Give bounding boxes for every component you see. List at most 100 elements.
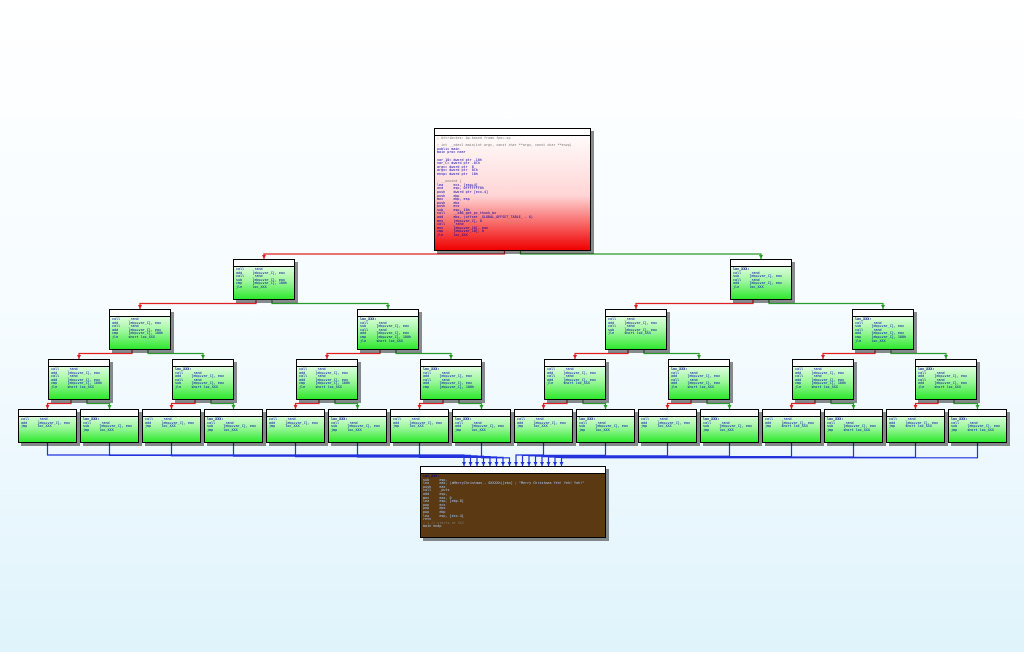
code-line: cmp [ebp+var_C], 100h [236, 281, 288, 286]
edge-arrowhead [727, 405, 732, 409]
edge-arrowhead [201, 355, 205, 359]
code-line: sub [ebp+var_C], eax [175, 381, 224, 386]
edge-arrowhead [573, 355, 577, 359]
code-line: add [ebp+var_C], eax [299, 370, 348, 375]
code-line: add ebx, (offset _GLOBAL_OFFSET_TABLE_ -… [437, 215, 533, 220]
edge-arrowhead [559, 462, 564, 466]
code-line: call _rand [175, 370, 202, 375]
code-line: loc_XXX: [733, 267, 750, 271]
edge-arrowhead [355, 405, 360, 409]
branch-edge [768, 300, 884, 309]
code-line: sub [ebp+var_C], eax [579, 424, 628, 429]
block-title-bar [49, 360, 109, 367]
code-line: jmp loc_XXX [269, 424, 300, 429]
code-line: jle loc_XXX [437, 233, 468, 238]
code-line: call _rand [703, 420, 730, 425]
code-line: sub esp, [423, 477, 448, 482]
code-line: jmp short loc_XXX [827, 427, 870, 432]
code-line: add [ebp+var_C], eax [145, 420, 194, 425]
edge-arrowhead [449, 355, 453, 359]
block-title-bar [515, 410, 572, 417]
edge-arrowhead [293, 405, 298, 409]
code-line: loc_XXX: [703, 417, 720, 421]
code-line: loc_XXX: [855, 317, 872, 321]
code-line: call _rand [855, 327, 882, 332]
code-line: jmp loc_XXX [517, 424, 548, 429]
code-line: call _rand [765, 417, 792, 421]
edge-arrowhead [789, 405, 794, 409]
code-line: lea esp, [ebp-8] [423, 499, 464, 504]
code-line: jle short loc_XXX [299, 384, 342, 389]
code-line: add [ebp+var_C], eax [423, 381, 472, 386]
edge-arrowhead [501, 462, 505, 466]
code-line: call _rand [733, 277, 760, 282]
entry-block[interactable]: ; Attributes: bp-based frame fpo=-sp ; i… [434, 128, 591, 251]
code-line: cmp [ebp+var_C], 100h [423, 384, 475, 389]
block-code: ; Attributes: bp-based frame fpo=-sp ; i… [435, 136, 590, 239]
code-line: add [ebp+var_C], eax [547, 370, 596, 375]
code-line: call _rand [889, 417, 916, 421]
code-line: loc_XXX: [827, 417, 844, 421]
code-line: call _rand [517, 417, 544, 421]
branch-edge [210, 400, 235, 409]
merge-edge [554, 443, 917, 466]
edge-arrowhead [665, 405, 670, 409]
code-line: loc_XXX: [175, 367, 192, 371]
branch-edge [147, 350, 204, 359]
edge-arrowhead [475, 462, 479, 466]
exit-block[interactable]: loc_XXX:sub esp,lea eax, (aMerryChristma… [420, 466, 606, 538]
code-line: add [ebp+var_C], eax [855, 331, 904, 336]
code-line: ; int __cdecl main(int argc, const char … [437, 143, 572, 148]
branch-edge [822, 350, 876, 359]
code-line: mov [ebp+var_C], 0 [437, 218, 482, 223]
code-line: push eax [423, 484, 446, 489]
code-line: jle loc_XXX [733, 284, 764, 289]
merge-edge [541, 443, 793, 466]
edge-arrowhead [697, 355, 701, 359]
code-line: loc_XXX: [360, 317, 377, 321]
code-line: call _rand [393, 417, 420, 421]
block-title-bar [639, 410, 696, 417]
edge-arrowhead [231, 405, 236, 409]
code-line: jmp short loc_XXX [951, 427, 994, 432]
